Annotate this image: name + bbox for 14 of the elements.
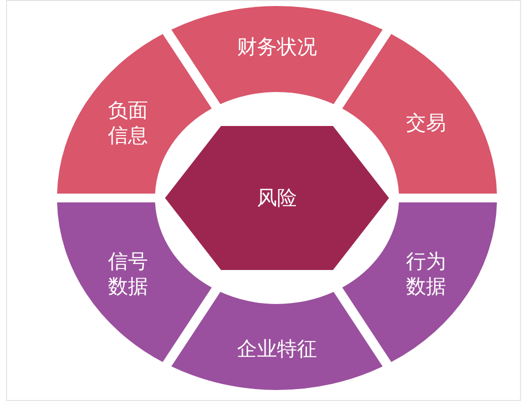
ring-segment (171, 292, 383, 390)
ring-segment (57, 202, 212, 362)
ring-segment (57, 34, 212, 194)
ring-segment (342, 202, 497, 362)
segment-label: 行为数据 (404, 248, 447, 298)
ring-segment (171, 6, 383, 104)
center-hexagon (165, 126, 389, 270)
segment-label: 财务状况 (237, 34, 317, 60)
segment-label: 风险 (257, 186, 297, 210)
segment-label: 负面信息 (107, 98, 150, 148)
ring-segment (342, 34, 497, 194)
segment-label: 企业特征 (237, 336, 317, 362)
segment-label: 交易 (406, 110, 446, 135)
segment-label: 信号数据 (107, 248, 150, 298)
